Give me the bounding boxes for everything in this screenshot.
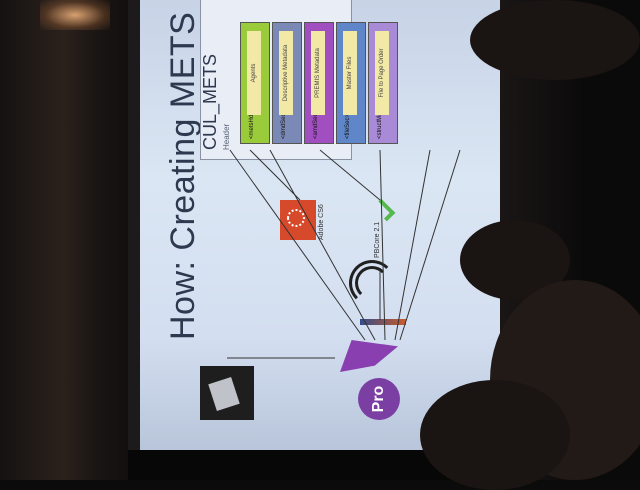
room-left-wall [0, 0, 140, 480]
slide-content: How: Creating METS CUL_METS Header <mets… [140, 0, 510, 450]
connector-lines [227, 149, 461, 359]
projected-slide: How: Creating METS CUL_METS Header <mets… [140, 0, 510, 450]
audience-head [470, 0, 640, 80]
audience-head [420, 380, 570, 490]
light-glow [40, 0, 110, 30]
